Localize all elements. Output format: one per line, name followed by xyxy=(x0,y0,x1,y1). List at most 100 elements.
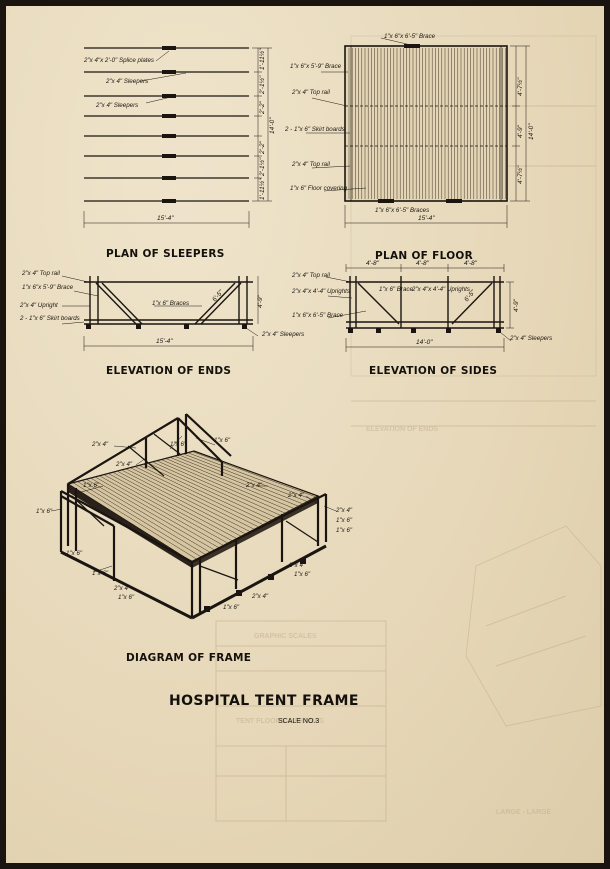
frame-label-9: 1"x 6" xyxy=(336,517,353,524)
elev-sides-title: ELEVATION OF SIDES xyxy=(369,365,497,377)
frame-label-6: 1"x 6" xyxy=(36,508,53,515)
sleepers-rdim-1: 2'-1½" xyxy=(258,75,266,95)
deck-board-line xyxy=(94,476,220,549)
sleepers-rdim-3: 2'-2" xyxy=(259,140,266,155)
deck-board-line xyxy=(192,451,317,498)
plan-floor-title: PLAN OF FLOOR xyxy=(375,250,473,262)
frame-label-3: 1"x 6" xyxy=(214,437,231,444)
main-title: HOSPITAL TENT FRAME xyxy=(169,693,359,709)
sleepers-rdim-4: 2'-1½" xyxy=(258,157,266,177)
deck-board-line xyxy=(178,454,303,505)
deck-board-line xyxy=(90,477,215,551)
sleepers-label-1: 2"x 4" Sleepers xyxy=(105,78,148,85)
deck-board-line xyxy=(112,472,237,539)
plan-sleepers-title: PLAN OF SLEEPERS xyxy=(106,248,225,260)
deck-board-line xyxy=(143,463,268,523)
deck-board-line xyxy=(103,474,229,544)
ends-label-toprail: 2"x 4" Top rail xyxy=(21,270,60,277)
deck-board-line xyxy=(183,453,308,502)
deck-board-line xyxy=(117,470,242,537)
plan-of-sleepers: 2"x 4"x 2'-0" Splice plates 2"x 4" Sleep… xyxy=(83,46,276,260)
floor-bottom-braces: 1"x 6"x 6'-5" Braces xyxy=(375,207,429,214)
frame-label-8: 2"x 4" xyxy=(335,507,353,514)
sides-label-brace-long: 1"x 6"x 6'-5" Brace xyxy=(292,312,344,319)
deck-board-line xyxy=(130,467,255,530)
plan-of-floor: 1"x 6"x 6'-5" Brace 1"x 6"x 5'-9" Brace … xyxy=(284,33,535,262)
frame-label-16: 1"x 6" xyxy=(118,594,135,601)
sides-dim-height: 4'-9" xyxy=(513,298,520,312)
floor-label-skirt: 2 - 1"x 6" Skirt boards xyxy=(284,126,345,133)
floor-rdim-0: 4'-7½" xyxy=(516,77,524,96)
diagram-frame-title: DIAGRAM OF FRAME xyxy=(126,652,251,664)
ends-label-brace: 1"x 6"x 5'-9" Brace xyxy=(22,284,74,291)
deck-board-line xyxy=(174,455,299,507)
frame-label-18: 1"x 6" xyxy=(223,604,240,611)
deck-board-line xyxy=(99,475,224,546)
deck-board-line xyxy=(147,462,273,521)
frame-label-12: 2"x 4" xyxy=(288,562,306,569)
sleepers-width-dim: 15'-4" xyxy=(157,215,174,222)
ends-label-skirt: 2 - 1"x 6" Skirt boards xyxy=(19,315,80,322)
sides-label-brace: 1"x 6" Brace xyxy=(379,286,414,293)
sleepers-label-2: 2"x 4" Sleepers xyxy=(95,102,138,109)
deck-board-line xyxy=(86,478,211,553)
sides-label-uprights: 2"x 4"x 4'-4" Uprights xyxy=(291,288,350,295)
frame-label-15: 2"x 4" xyxy=(113,585,131,592)
deck-board-line xyxy=(169,457,295,509)
elev-ends-title: ELEVATION OF ENDS xyxy=(106,365,231,377)
frame-label-7: 2"x 4" xyxy=(287,492,305,499)
svg-text:GRAPHIC SCALES: GRAPHIC SCALES xyxy=(254,633,317,640)
floor-label-brace: 1"x 6"x 5'-9" Brace xyxy=(290,63,342,70)
sides-label-toprail: 2"x 4" Top rail xyxy=(291,272,330,279)
deck-board-line xyxy=(77,481,202,558)
deck-board-line xyxy=(125,468,251,532)
floor-rdim-2: 4'-7½" xyxy=(516,165,524,184)
frame-label-4: 1"x 6" xyxy=(83,482,100,489)
frame-label-1: 1"x 6" xyxy=(170,441,187,448)
floor-height-dim: 14'-0" xyxy=(528,123,535,140)
scale-label: SCALE NO.3 xyxy=(278,718,319,725)
sides-dim-2: 4'-8" xyxy=(464,260,478,267)
floor-label-toprail-2: 2"x 4" Top rail xyxy=(291,161,330,168)
sides-dim-width: 14'-0" xyxy=(416,339,433,346)
drawing-sheet: TENT FLOORS & FRAMES GRAPHIC SCALES LARG… xyxy=(6,6,604,863)
ends-label-braces: 1"x 6" Braces xyxy=(152,300,189,307)
deck-board-line xyxy=(108,473,233,542)
sleepers-rdim-0: 1'-11½" xyxy=(258,48,266,70)
deck-board-line xyxy=(72,482,198,560)
sides-label-uprights-2: 2"x 4"x 4'-4" Uprights xyxy=(411,286,470,293)
sides-dim-0: 4'-8" xyxy=(366,260,380,267)
deck-board-line xyxy=(156,460,281,516)
deck-board-line xyxy=(134,466,259,528)
frame-label-0: 2"x 4" xyxy=(91,441,109,448)
frame-label-14: 1"x 6" xyxy=(294,571,311,578)
floor-top-brace: 1"x 6"x 6'-5" Brace xyxy=(384,33,436,40)
ends-dim-height: 4'-9" xyxy=(257,294,264,308)
svg-text:LARGE - LARGE: LARGE - LARGE xyxy=(496,809,552,816)
sleepers-rdim-5: 1'-11½" xyxy=(258,178,266,200)
deck-board-line xyxy=(121,469,246,535)
drawing-canvas: TENT FLOORS & FRAMES GRAPHIC SCALES LARG… xyxy=(19,33,602,822)
bleed-through: TENT FLOORS & FRAMES GRAPHIC SCALES LARG… xyxy=(215,35,602,822)
sides-dim-1: 4'-8" xyxy=(416,260,430,267)
frame-label-10: 1"x 6" xyxy=(336,527,353,534)
deck-board-line xyxy=(161,459,286,514)
ends-label-upright: 2"x 4" Upright xyxy=(19,302,58,309)
frame-label-2: 2"x 4" xyxy=(115,461,133,468)
sleepers-height-dim: 14'-0" xyxy=(269,117,276,134)
deck-board-line xyxy=(165,458,290,512)
svg-text:ELEVATION OF ENDS: ELEVATION OF ENDS xyxy=(366,426,438,433)
deck-board-line xyxy=(81,480,206,555)
frame-label-13: 1"x 6" xyxy=(92,570,109,577)
deck-board-line xyxy=(187,452,312,500)
sleepers-rdim-2: 2'-2" xyxy=(259,100,266,115)
elevation-of-ends: 2"x 4" Top rail 1"x 6"x 5'-9" Brace 2"x … xyxy=(19,270,304,377)
ends-label-sleepers: 2"x 4" Sleepers xyxy=(261,331,304,338)
svg-text:TENT FLOORS & FRAMES: TENT FLOORS & FRAMES xyxy=(236,718,324,725)
elevation-of-sides: 4'-8" 4'-8" 4'-8" 2"x 4" Top rail 2"x 4"… xyxy=(291,260,552,377)
frame-label-11: 1"x 6" xyxy=(66,550,83,557)
floor-label-covering: 1"x 6" Floor covering xyxy=(290,185,348,192)
frame-label-5: 2"x 4" xyxy=(245,482,263,489)
deck-board-line xyxy=(139,465,264,525)
deck-board-line xyxy=(152,461,277,519)
